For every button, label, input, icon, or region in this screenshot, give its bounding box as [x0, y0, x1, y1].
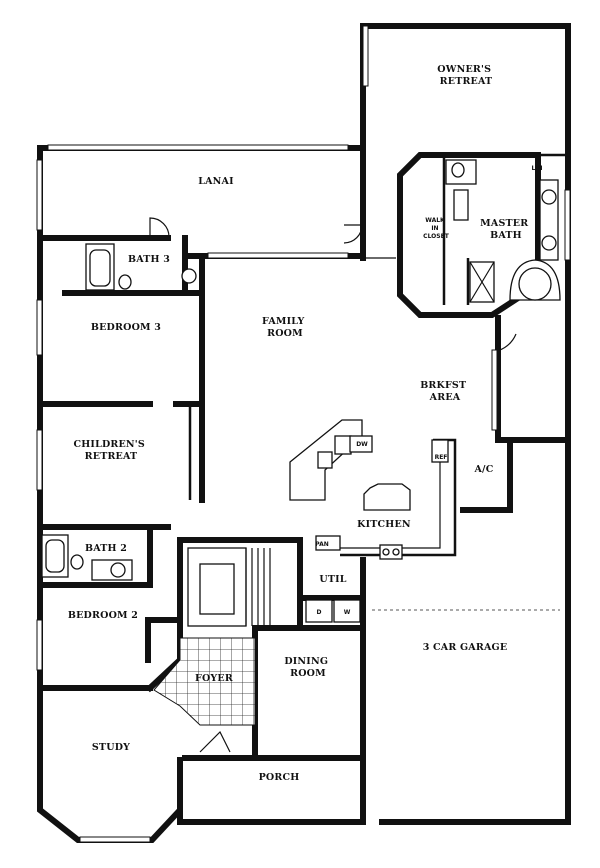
label-childrens-retreat: CHILDREN'S RETREAT	[73, 439, 148, 462]
label-bath3: BATH 3	[128, 254, 170, 265]
label-family-room: FAMILY ROOM	[262, 316, 308, 339]
label-lin: LIN	[531, 165, 542, 172]
label-porch: PORCH	[259, 772, 300, 783]
fixtures	[41, 159, 561, 726]
label-walk-in-closet: WALK IN CLOSET	[423, 217, 450, 240]
label-dining-room: DINING ROOM	[284, 656, 331, 679]
label-util: UTIL	[319, 574, 346, 585]
windows	[36, 25, 571, 843]
label-lanai: LANAI	[198, 176, 234, 187]
label-pan: PAN	[315, 541, 329, 548]
label-study: STUDY	[92, 742, 130, 753]
doors	[149, 217, 517, 753]
label-ac: A/C	[473, 464, 493, 475]
room-labels: OWNER'S RETREAT LANAI WALK IN CLOSET MAS…	[68, 64, 543, 783]
label-w: W	[344, 609, 351, 616]
label-kitchen: KITCHEN	[357, 519, 411, 530]
label-dw: DW	[356, 441, 368, 448]
label-brkfst-area: BRKFST AREA	[420, 380, 470, 403]
label-d: D	[317, 609, 322, 616]
label-owners-retreat: OWNER'S RETREAT	[437, 64, 494, 87]
label-bath2: BATH 2	[85, 543, 127, 554]
label-bedroom2: BEDROOM 2	[68, 610, 138, 621]
label-bedroom3: BEDROOM 3	[91, 322, 161, 333]
label-master-bath: MASTER BATH	[480, 218, 532, 241]
label-ref: REF	[435, 454, 448, 461]
label-foyer: FOYER	[195, 673, 233, 684]
label-three-car-garage: 3 CAR GARAGE	[423, 642, 508, 653]
